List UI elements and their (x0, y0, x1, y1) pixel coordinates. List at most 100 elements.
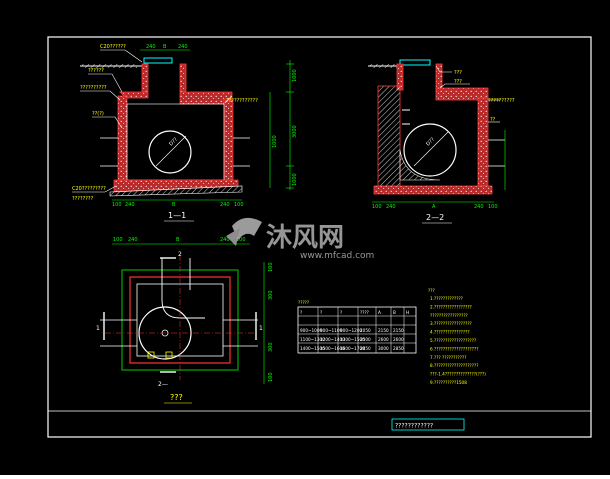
dim-1-bottom-2: B (172, 202, 176, 208)
table-cell: 1100~1300 (300, 337, 325, 342)
shaft-wall-right-1 (179, 63, 187, 93)
callout-2-c: ?????????? (488, 98, 515, 104)
callout-2-a: ??? (454, 70, 462, 76)
dim-plan-right-3: 100 (268, 372, 274, 382)
dim-1-bottom-1: 240 (125, 202, 135, 208)
note-line: 6.???????????????????? (430, 346, 478, 351)
table-header-cell: ???? (360, 310, 369, 315)
table-header-cell: ? (320, 310, 322, 315)
table-cell: 3000 (378, 346, 389, 351)
ground-hatch-2 (370, 64, 398, 68)
leader-2b (439, 83, 470, 89)
table-title: ????? (298, 300, 309, 305)
table-cell: 1400~1500 (300, 346, 325, 351)
pipe-label-layer: D?? D?? (168, 136, 436, 147)
inlet-channel-plan (161, 258, 205, 319)
drawing-frame-outer (47, 36, 592, 438)
dim-plan-right-1: 300 (268, 290, 274, 300)
dim-plan-top-4: 100 (236, 237, 246, 243)
callout-1-g: ???????? (72, 196, 94, 202)
callout-1-a: C20?????? (100, 44, 126, 50)
plan-label: ??? (170, 393, 183, 402)
table-cell: 1200~1400 (320, 337, 345, 342)
pipe-diameter-line-1 (155, 135, 187, 167)
view-labels: 1—1 2—2 ??? 2— 1 1 2 (96, 211, 452, 404)
step-plan-a (147, 351, 155, 359)
pipe-circle-2 (403, 123, 457, 177)
leader-1e (224, 95, 233, 104)
table-cell: 900~1000 (300, 328, 322, 333)
chamber-wall-left-1 (117, 95, 128, 181)
table-header-cell: H (406, 310, 409, 315)
table-cell: 1300~1500 (340, 337, 365, 342)
callout-1-e: ???????????? (226, 98, 258, 104)
section-2-2 (368, 59, 506, 203)
cut-mark-right: 1 (259, 325, 263, 332)
note-line: ???-1.4??????????????(???) (430, 372, 486, 377)
table-cell: 900~1100 (320, 328, 342, 333)
dim-plan-top-1: 240 (128, 237, 138, 243)
dim-1-right-3: 1000 (292, 173, 298, 186)
dim-1-top-0: 240 (146, 44, 156, 50)
manhole-cover-2 (399, 59, 431, 66)
dim-1-right-0: 1000 (292, 69, 298, 82)
table-header-cell: B (393, 310, 396, 315)
dim-plan-top-0: 100 (113, 237, 123, 243)
dim-1-bottom-3: 240 (220, 202, 230, 208)
dim-2-bottom-1: 240 (386, 204, 396, 210)
callout-1-f: C20????????? (72, 186, 106, 192)
cut-mark-top: 2 (178, 251, 182, 258)
dim-1-bottom-0: 100 (112, 202, 122, 208)
leader-1f (72, 185, 117, 193)
notes-block: ??? 1.?????????????2.????????????????? ?… (428, 288, 486, 385)
watermark-brand: 沐风网 (266, 223, 344, 253)
bench-fill-2 (399, 149, 441, 181)
note-line: 9.??????????1508 (430, 380, 467, 385)
dim-1-right-2: 1000 (272, 135, 278, 148)
dim-2-bottom-3: 240 (474, 204, 484, 210)
section-2-label: 2—2 (426, 213, 444, 222)
leader-1a (100, 49, 143, 63)
table-header-cell: ? (340, 310, 342, 315)
table-frame (297, 306, 417, 354)
dim-2-bottom-4: 100 (488, 204, 498, 210)
note-line: ????????????????? (430, 313, 468, 318)
callout-1-b: ?????? (88, 68, 104, 74)
table-cell: 2600 (378, 337, 389, 342)
table-cell: 2150 (393, 328, 404, 333)
section-1-1 (72, 49, 294, 201)
cushion-layer-1 (109, 185, 243, 197)
pipe-label-2: D?? (425, 136, 436, 147)
parameter-table (297, 306, 417, 354)
note-line: 7.??? ??????????? (430, 355, 466, 360)
title-block-cell (391, 418, 465, 431)
table-cell: 1500~1600 (320, 346, 345, 351)
chamber-wall-left-2 (377, 85, 401, 187)
note-line: 8.???????????????????? (430, 363, 478, 368)
watermark-url: www.mfcad.com (300, 251, 374, 261)
dim-1-top-2: 240 (178, 44, 188, 50)
base-slab-2 (373, 185, 493, 195)
shaft-wall-right-2 (435, 63, 443, 91)
notes-title: ??? (428, 288, 435, 293)
table-cell: 900~1200 (340, 328, 362, 333)
dim-1-top-1: B (163, 44, 167, 50)
callout-1-d: ??(?) (92, 111, 104, 117)
pipe-diameter-line-2 (413, 131, 449, 167)
manhole-cover-1 (143, 57, 173, 64)
leader-1d (92, 116, 123, 129)
dim-plan-right-2: 300 (268, 342, 274, 352)
table-cell: 2500 (360, 337, 371, 342)
table-cell: 2850 (393, 346, 404, 351)
leader-1b (88, 73, 123, 93)
note-line: 3.????????????????? (430, 321, 472, 326)
table-cell: 2050 (360, 328, 371, 333)
dimension-text-layer: 240 B 240 1000 3000 1000 1000 100 240 B … (112, 44, 498, 382)
note-line: 5.??????????????????? (430, 338, 476, 343)
dim-2-bottom-2: A (432, 204, 436, 210)
watermark-logo-icon (226, 217, 262, 246)
note-line: 4.???????????????? (430, 330, 470, 335)
step-plan-b (165, 351, 173, 359)
table-cell: 2150 (378, 328, 389, 333)
